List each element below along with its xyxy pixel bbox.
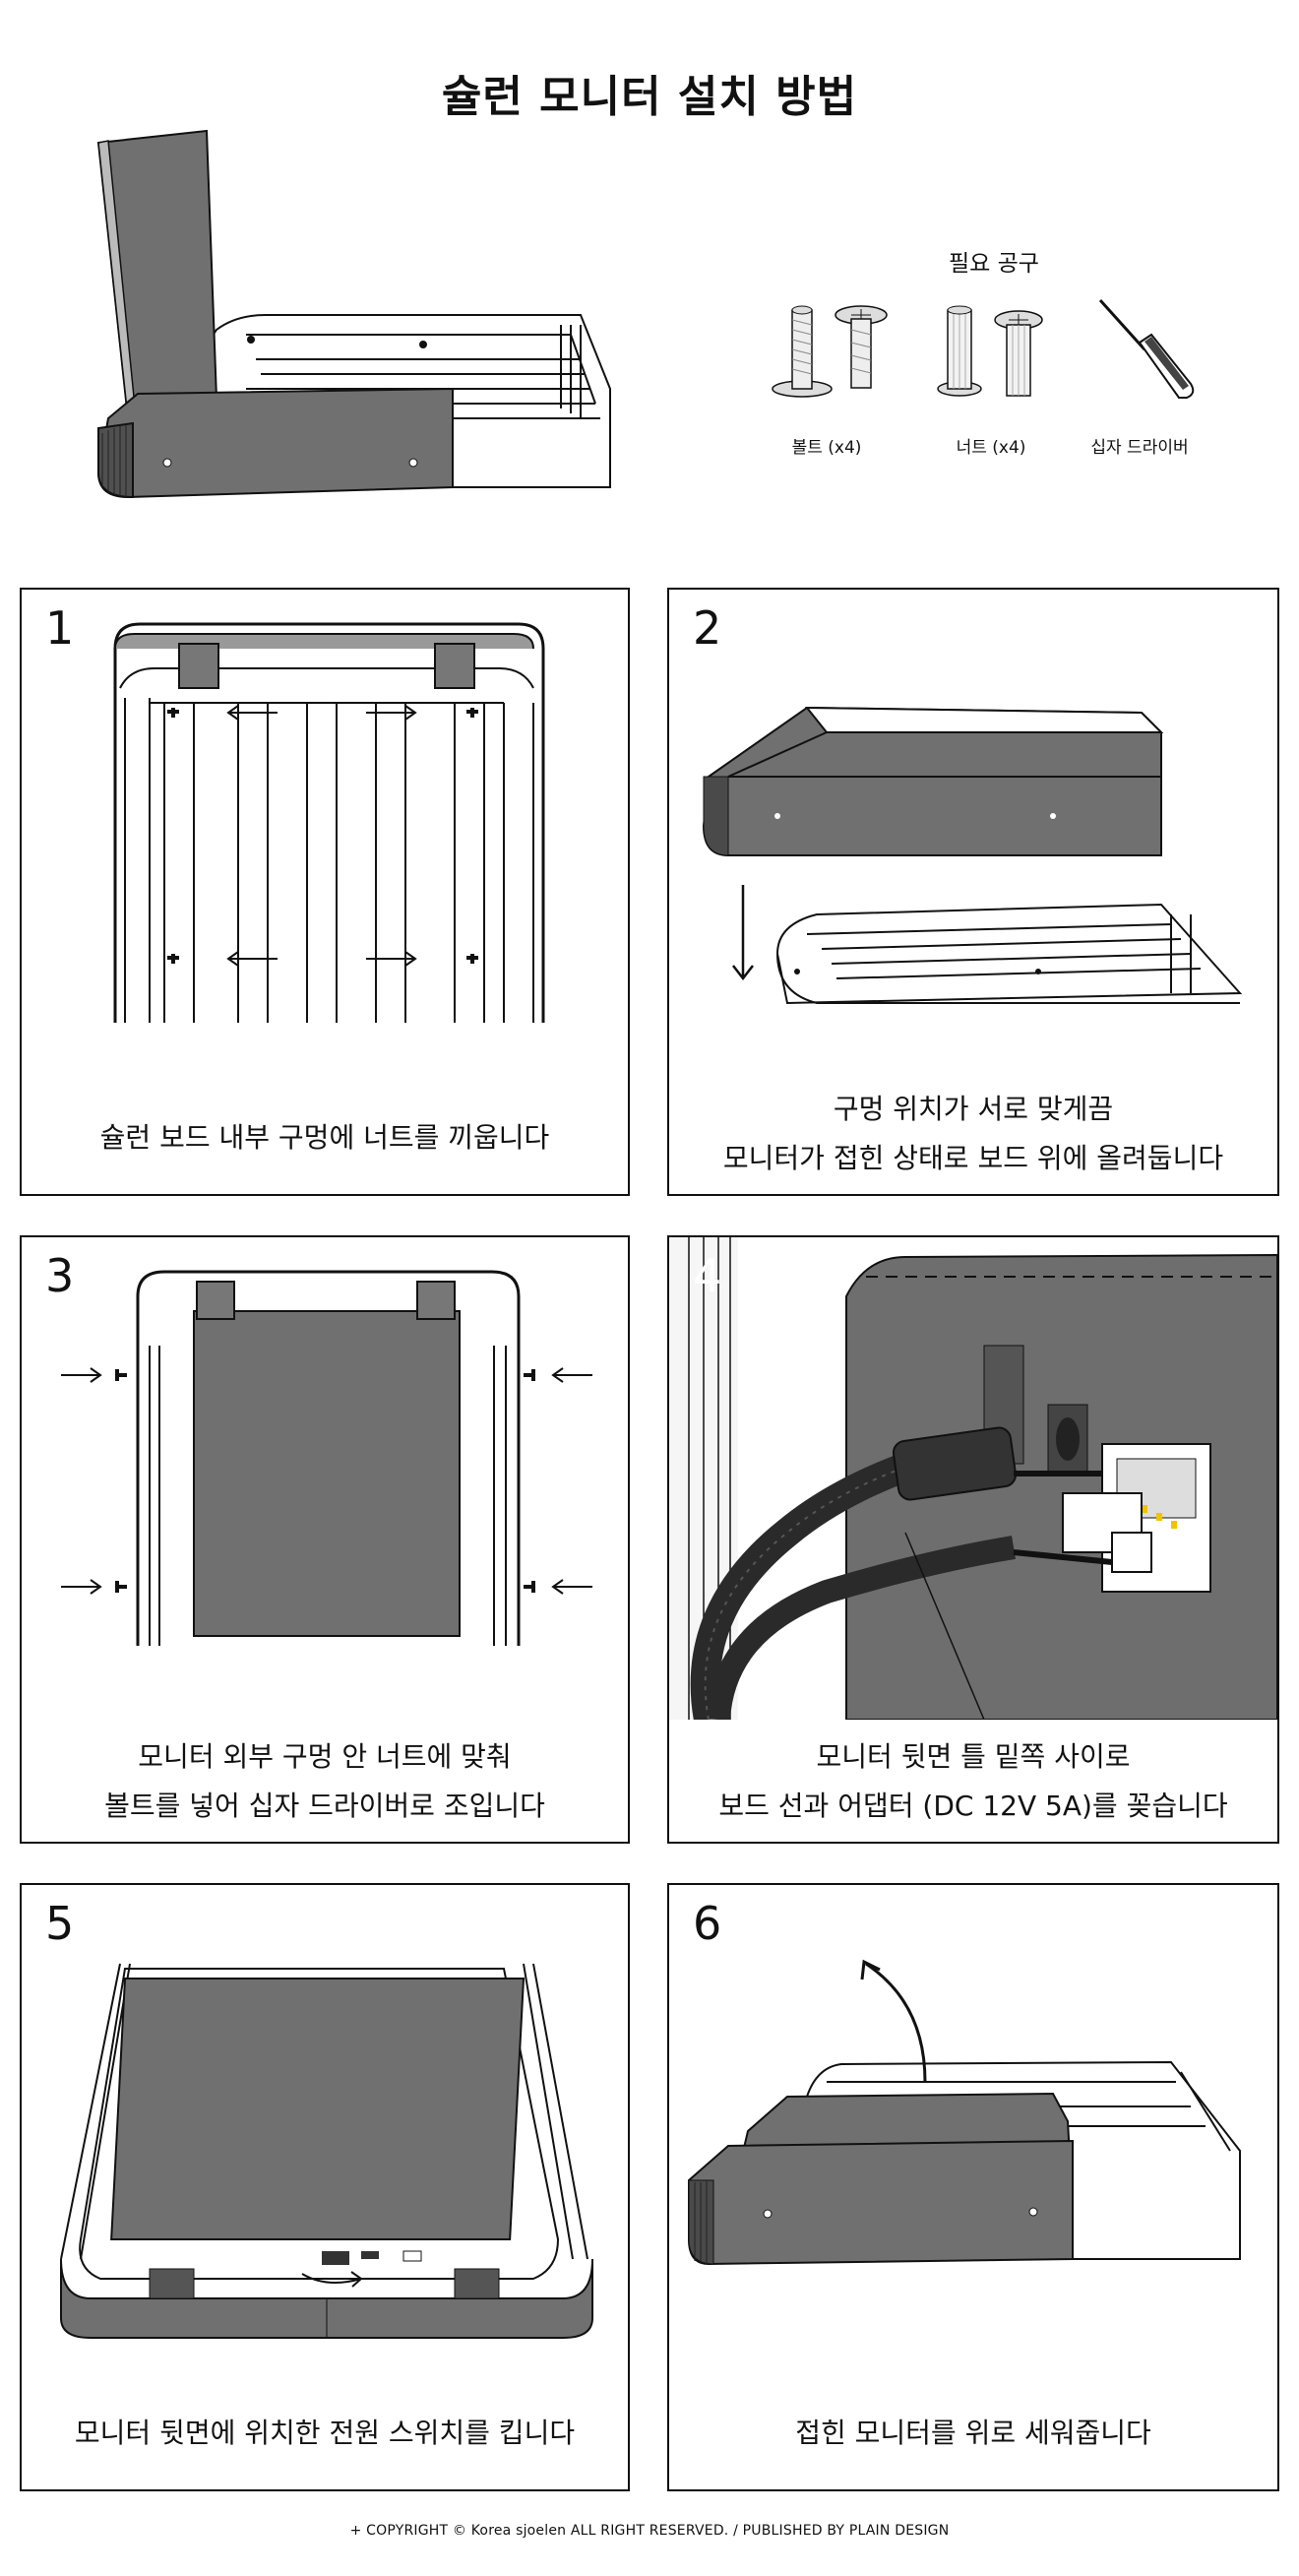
screwdriver-tool (1090, 295, 1277, 463)
step-2-number: 2 (693, 601, 722, 655)
tools-heading: 필요 공구 (949, 251, 1039, 277)
step-5-panel: 5 모니터 뒷면에 위치한 전원 스위치를 킵니다 (20, 1883, 630, 2491)
step-5-line-1: 모니터 뒷면에 위치한 전원 스위치를 킵니다 (74, 2417, 576, 2449)
nut-tool (930, 295, 1117, 463)
step-3-line-2: 볼트를 넣어 십자 드라이버로 조입니다 (104, 1790, 545, 1822)
step-5-number: 5 (45, 1897, 75, 1950)
step-4-panel: 4 모니터 뒷면 틀 밑쪽 사이로 보드 선과 어댑터 (DC 12V 5A)를… (667, 1235, 1279, 1844)
step-3-caption: 모니터 외부 구멍 안 너트에 맞춰 볼트를 넣어 십자 드라이버로 조입니다 (22, 1732, 628, 1831)
step-3-number: 3 (45, 1249, 75, 1302)
step-6-illustration (688, 1959, 1241, 2266)
step-2-illustration (702, 706, 1243, 1005)
step-5-caption: 모니터 뒷면에 위치한 전원 스위치를 킵니다 (22, 2409, 628, 2458)
bolt-tool (748, 295, 935, 463)
nut-icon (937, 305, 1043, 397)
screwdriver-icon (1098, 298, 1195, 399)
step-6-caption: 접힌 모니터를 위로 세워줍니다 (669, 2409, 1277, 2458)
bolt-icon (772, 305, 888, 398)
step-3-illustration (61, 1270, 592, 1646)
step-2-caption: 구멍 위치가 서로 맞게끔 모니터가 접힌 상태로 보드 위에 올려둡니다 (669, 1085, 1277, 1183)
step-5-illustration (60, 1963, 593, 2339)
step-4-line-1: 모니터 뒷면 틀 밑쪽 사이로 (816, 1740, 1131, 1773)
step-2-line-2: 모니터가 접힌 상태로 보드 위에 올려둡니다 (722, 1142, 1224, 1174)
step-1-number: 1 (45, 601, 75, 655)
step-4-illustration (669, 1237, 1277, 1720)
step-6-line-1: 접힌 모니터를 위로 세워줍니다 (795, 2417, 1151, 2449)
step-4-caption: 모니터 뒷면 틀 밑쪽 사이로 보드 선과 어댑터 (DC 12V 5A)를 꽂… (669, 1732, 1277, 1831)
step-4-number: 4 (693, 1249, 722, 1302)
step-6-panel: 6 접힌 모니터를 위로 세워줍니다 (667, 1883, 1279, 2491)
step-6-number: 6 (693, 1897, 722, 1950)
bolt-label: 볼트 (x4) (791, 438, 862, 458)
hero-illustration (89, 123, 640, 507)
step-1-line-1: 슐런 보드 내부 구멍에 너트를 끼웁니다 (99, 1121, 550, 1154)
step-3-line-1: 모니터 외부 구멍 안 너트에 맞춰 (138, 1740, 512, 1773)
step-4-line-2: 보드 선과 어댑터 (DC 12V 5A)를 꽂습니다 (718, 1790, 1228, 1822)
step-1-panel: 1 슐런 보드 내부 구멍에 너트를 끼웁니다 (20, 588, 630, 1196)
step-1-caption: 슐런 보드 내부 구멍에 너트를 끼웁니다 (22, 1113, 628, 1162)
step-2-line-1: 구멍 위치가 서로 맞게끔 (833, 1093, 1114, 1125)
step-1-illustration (113, 622, 545, 1023)
screwdriver-label: 십자 드라이버 (1090, 438, 1189, 458)
page-title: 슐런 모니터 설치 방법 (441, 72, 858, 122)
nut-label: 너트 (x4) (956, 438, 1026, 458)
step-3-panel: 3 모니터 외부 구멍 안 너트에 맞춰 볼트를 넣어 십자 드라이버로 조입니… (20, 1235, 630, 1844)
footer-copyright: + COPYRIGHT © Korea sjoelen ALL RIGHT RE… (349, 2523, 950, 2539)
step-2-panel: 2 구멍 위치가 서로 맞게끔 모니터가 접힌 상태로 보드 위에 올려둡니다 (667, 588, 1279, 1196)
